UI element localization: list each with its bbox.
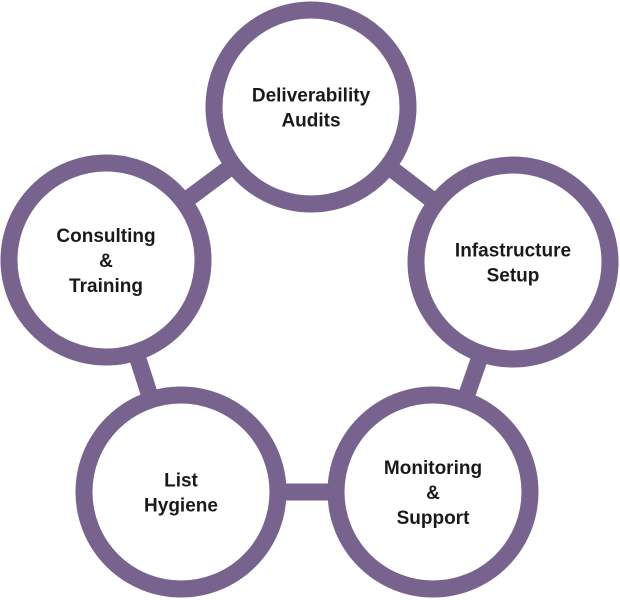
node-consulting-training: Consulting & Training (0, 154, 212, 366)
node-label: Deliverability (252, 86, 371, 107)
node-label: Setup (487, 266, 540, 287)
node-label: Audits (281, 111, 340, 132)
node-ring (0, 154, 212, 366)
node-label: Infastructure (455, 241, 571, 262)
node-label: Consulting (56, 226, 155, 247)
node-label: List (164, 471, 198, 492)
node-ring (75, 386, 287, 598)
node-monitoring-support: Monitoring & Support (327, 386, 539, 598)
node-label: & (426, 483, 440, 504)
node-label: Training (69, 276, 143, 297)
node-ring (407, 156, 619, 368)
node-label: Support (397, 508, 470, 529)
node-label: & (99, 251, 113, 272)
node-ring (205, 1, 417, 213)
node-label: Hygiene (144, 496, 218, 517)
node-label: Monitoring (384, 458, 482, 479)
node-ring (327, 386, 539, 598)
